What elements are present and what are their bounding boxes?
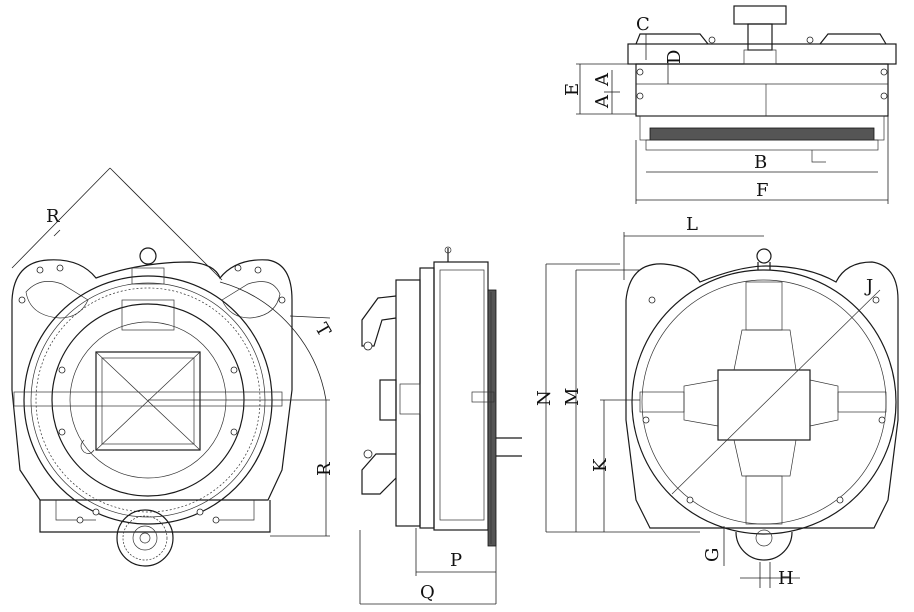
side-view: P Q: [359, 246, 522, 605]
side-label-Q: Q: [420, 582, 435, 603]
right-label-N: N: [534, 390, 555, 406]
right-label-J: J: [864, 276, 873, 297]
right-label-G: G: [702, 548, 723, 562]
top-label-B: B: [754, 152, 767, 173]
right-label-L: L: [686, 214, 698, 235]
top-label-A1: A: [592, 72, 613, 87]
top-view: C D E A A B F: [562, 5, 897, 204]
front-view: R T R: [11, 167, 335, 567]
front-label-R-diag: R: [46, 206, 60, 227]
right-label-H: H: [778, 568, 794, 589]
right-label-K: K: [590, 458, 611, 472]
rear-view: L J N M K G H: [534, 214, 899, 589]
top-label-C: C: [636, 14, 650, 35]
right-label-M: M: [562, 388, 583, 406]
top-label-D: D: [664, 50, 685, 64]
top-label-E: E: [562, 83, 583, 96]
top-label-F: F: [756, 180, 769, 201]
top-label-A2: A: [592, 94, 613, 109]
side-label-P: P: [450, 550, 462, 571]
front-label-R-radius: R: [314, 462, 335, 476]
front-label-T: T: [310, 320, 334, 341]
